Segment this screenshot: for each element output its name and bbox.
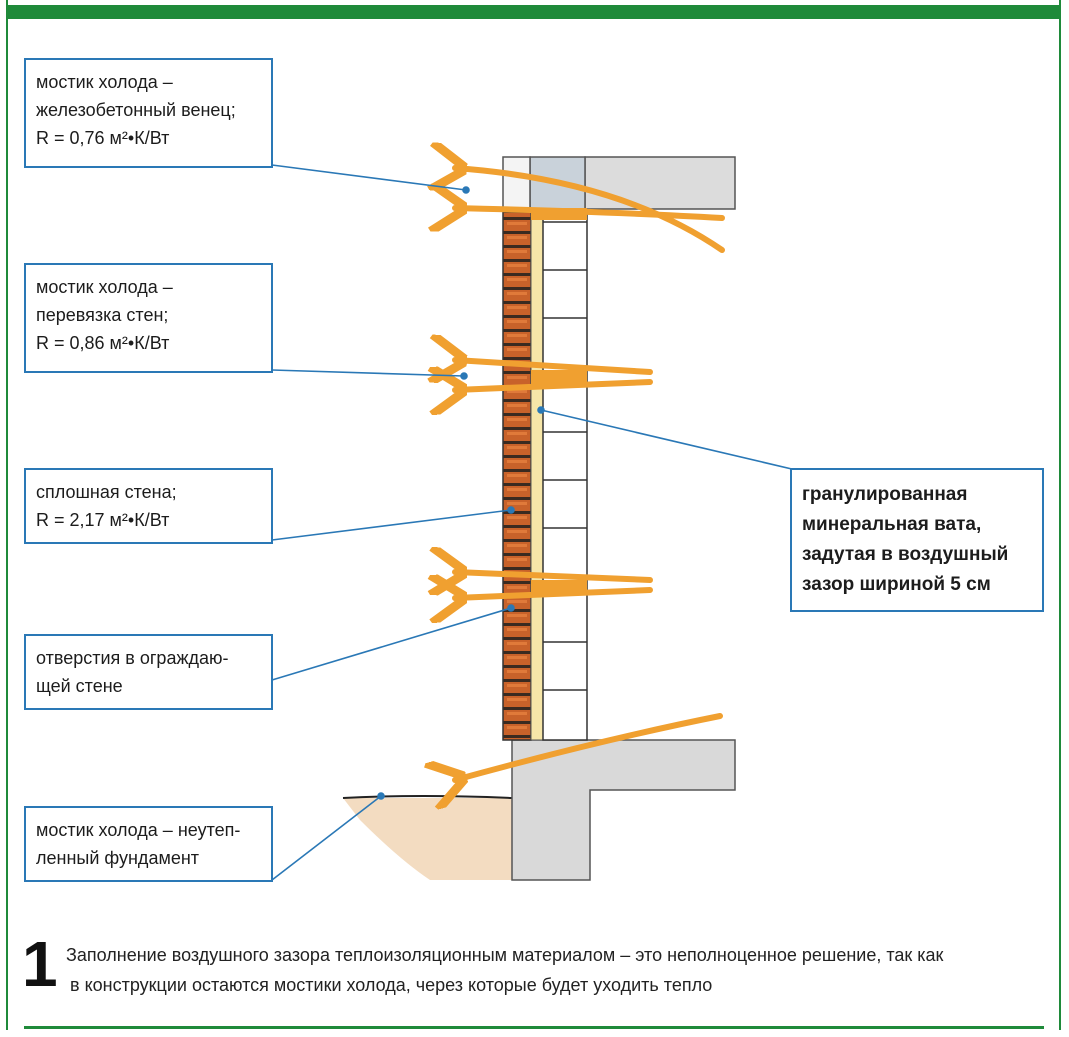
callout-text: минеральная вата, [802,514,982,535]
callout-mineral-wool: гранулированная минеральная вата, задута… [790,468,1044,612]
heat-arrow-crown-lower [455,208,725,218]
leader-dot-crown [462,186,470,194]
heat-arrow-crown-upper [455,168,725,253]
heat-loss-arrows [455,168,725,780]
figure-caption: Заполнение воздушного зазора теплоизоляц… [66,940,1046,1000]
leader-dot-mineral-wool [537,406,545,414]
callout-text: мостик холода – [36,72,173,92]
callout-text: гранулированная [802,484,968,505]
callout-text: мостик холода – неутеп- [36,820,241,840]
foundation [511,739,736,881]
leader-dot-foundation [377,792,385,800]
callout-text: R = 0,76 м²•К/Вт [36,128,170,148]
caption-line: в конструкции остаются мостики холода, ч… [70,975,713,995]
mineral-wool-layer [530,211,544,741]
figure-frame [6,0,1061,1030]
callout-cold-bridge-foundation: мостик холода – неутеп- ленный фундамент [24,806,273,882]
callout-text: перевязка стен; [36,305,169,325]
callout-leaders [271,164,797,881]
callout-text: щей стене [36,676,123,696]
soil-ground [343,798,512,880]
callout-text: мостик холода – [36,277,173,297]
floor-slab [584,156,736,210]
crown-facing-block [502,156,531,210]
caption-line: Заполнение воздушного зазора теплоизоляц… [66,945,944,965]
wall-tie-upper [531,370,587,384]
ground-line [342,795,513,799]
bottom-accent-line [24,1026,1044,1029]
callout-wall-openings: отверстия в ограждаю- щей стене [24,634,273,710]
top-accent-bar [6,5,1061,19]
callout-cold-bridge-ties: мостик холода – перевязка стен; R = 0,86… [24,263,273,373]
wall-tie-lower [531,580,587,594]
callout-text: зазор шириной 5 см [802,574,991,595]
crown-gap [531,208,587,220]
callout-text: ленный фундамент [36,848,200,868]
callout-text: задутая в воздушный [802,544,1009,565]
heat-arrow-ties-upper [455,360,653,372]
leader-dot-solid-wall [507,506,515,514]
figure-number: 1 [22,928,58,1000]
callout-cold-bridge-crown: мостик холода – железобетонный венец; R … [24,58,273,168]
callout-solid-wall: сплошная стена; R = 2,17 м²•К/Вт [24,468,273,544]
leader-dot-ties [460,372,468,380]
callout-text: отверстия в ограждаю- [36,648,229,668]
heat-arrow-ties-lower [455,382,653,390]
callout-text: сплошная стена; [36,482,177,502]
brick-facing [502,211,532,741]
heat-arrow-foundation [455,713,723,780]
callout-text: R = 2,17 м²•К/Вт [36,510,170,530]
heat-arrow-openings-upper [455,572,653,580]
inner-block-wall [542,211,588,741]
callout-text: R = 0,86 м²•К/Вт [36,333,170,353]
callout-text: железобетонный венец; [36,100,236,120]
leader-dot-openings [507,604,515,612]
